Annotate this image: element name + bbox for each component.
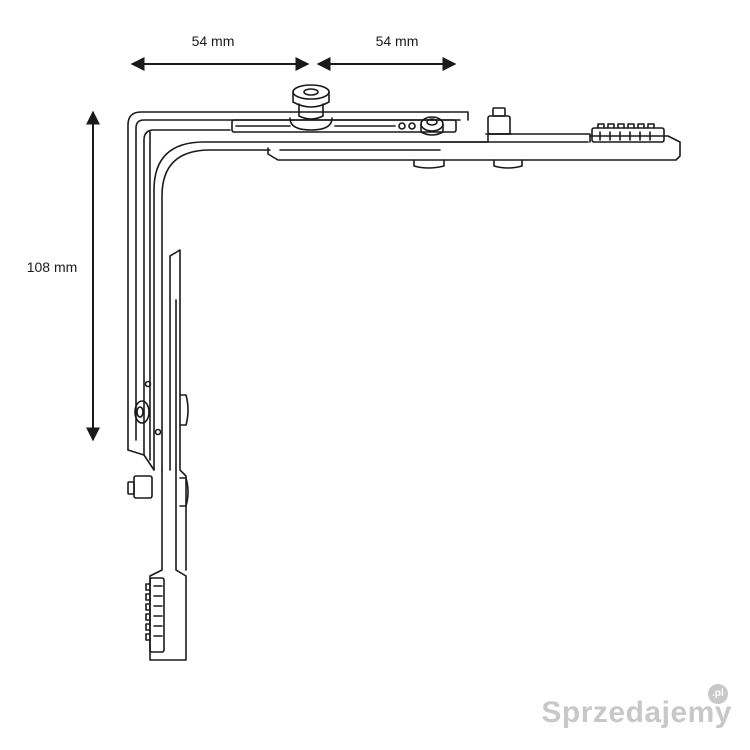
horizontal-toothed-end: [591, 123, 665, 143]
top-slot-plate: [231, 119, 457, 133]
top-cam-cap: [492, 107, 506, 117]
horizontal-lower-bump-1: [413, 159, 445, 169]
vertical-locking-cam: [127, 475, 153, 499]
vertical-side-bump-1: [179, 394, 189, 426]
horizontal-arm-rail-3: [143, 129, 231, 456]
watermark-badge: .pl: [708, 684, 728, 704]
screw-head-side: [292, 91, 330, 108]
vertical-roller: [134, 400, 150, 424]
top-roller-base: [420, 123, 444, 136]
vertical-teeth: [145, 583, 151, 641]
screw-head-top: [292, 84, 330, 100]
adjustment-screw: [289, 84, 333, 131]
dimension-top-right: 54 mm: [316, 33, 457, 71]
vertical-teeth-lines: [153, 585, 163, 637]
horizontal-toothed-block: [591, 127, 665, 143]
top-roller-inner: [426, 118, 438, 126]
dimension-label-top-right: 54 mm: [376, 33, 419, 49]
screw-shaft: [298, 103, 324, 120]
dimension-label-top-left: 54 mm: [192, 33, 235, 49]
horizontal-teeth: [597, 123, 655, 129]
vertical-slide-plate: [169, 249, 187, 571]
screw-collar: [289, 117, 333, 131]
horizontal-main-bar-inner: [161, 149, 271, 471]
horizontal-lower-bump-2: [493, 159, 523, 169]
vertical-cam-cap: [127, 481, 135, 495]
horizontal-main-bar: [153, 133, 591, 471]
vertical-main-bar: [149, 299, 187, 661]
dimension-left-vertical: 108 mm: [27, 110, 100, 442]
watermark-text: Sprzedajemy: [541, 696, 732, 729]
vertical-toothed-block: [149, 577, 165, 653]
horizontal-teeth-lines: [599, 131, 651, 141]
vertical-roller-inner: [136, 406, 144, 418]
top-locking-cam: [485, 107, 513, 135]
dimension-top-left: 54 mm: [130, 33, 310, 71]
vertical-toothed-end: [145, 577, 165, 653]
vertical-rail-outer: [127, 449, 155, 471]
dimension-label-left-vertical: 108 mm: [27, 259, 78, 275]
horizontal-arm-outer-rail: [127, 111, 469, 451]
vertical-roller-outer: [134, 400, 150, 424]
screw-socket: [303, 88, 319, 96]
top-slot-rivet: [398, 122, 406, 130]
vertical-side-bump-2: [179, 477, 189, 507]
top-cam-body: [487, 115, 511, 135]
horizontal-arm-rail-2: [135, 119, 461, 441]
vertical-cam-body: [133, 475, 153, 499]
corner-bracket-drawing: [127, 84, 681, 661]
top-slot-rivet-2: [408, 122, 416, 130]
vertical-rivet-1: [144, 380, 152, 388]
top-roller: [420, 116, 444, 136]
horizontal-slide-plate: [267, 135, 681, 161]
vertical-rivet-2: [154, 428, 162, 436]
